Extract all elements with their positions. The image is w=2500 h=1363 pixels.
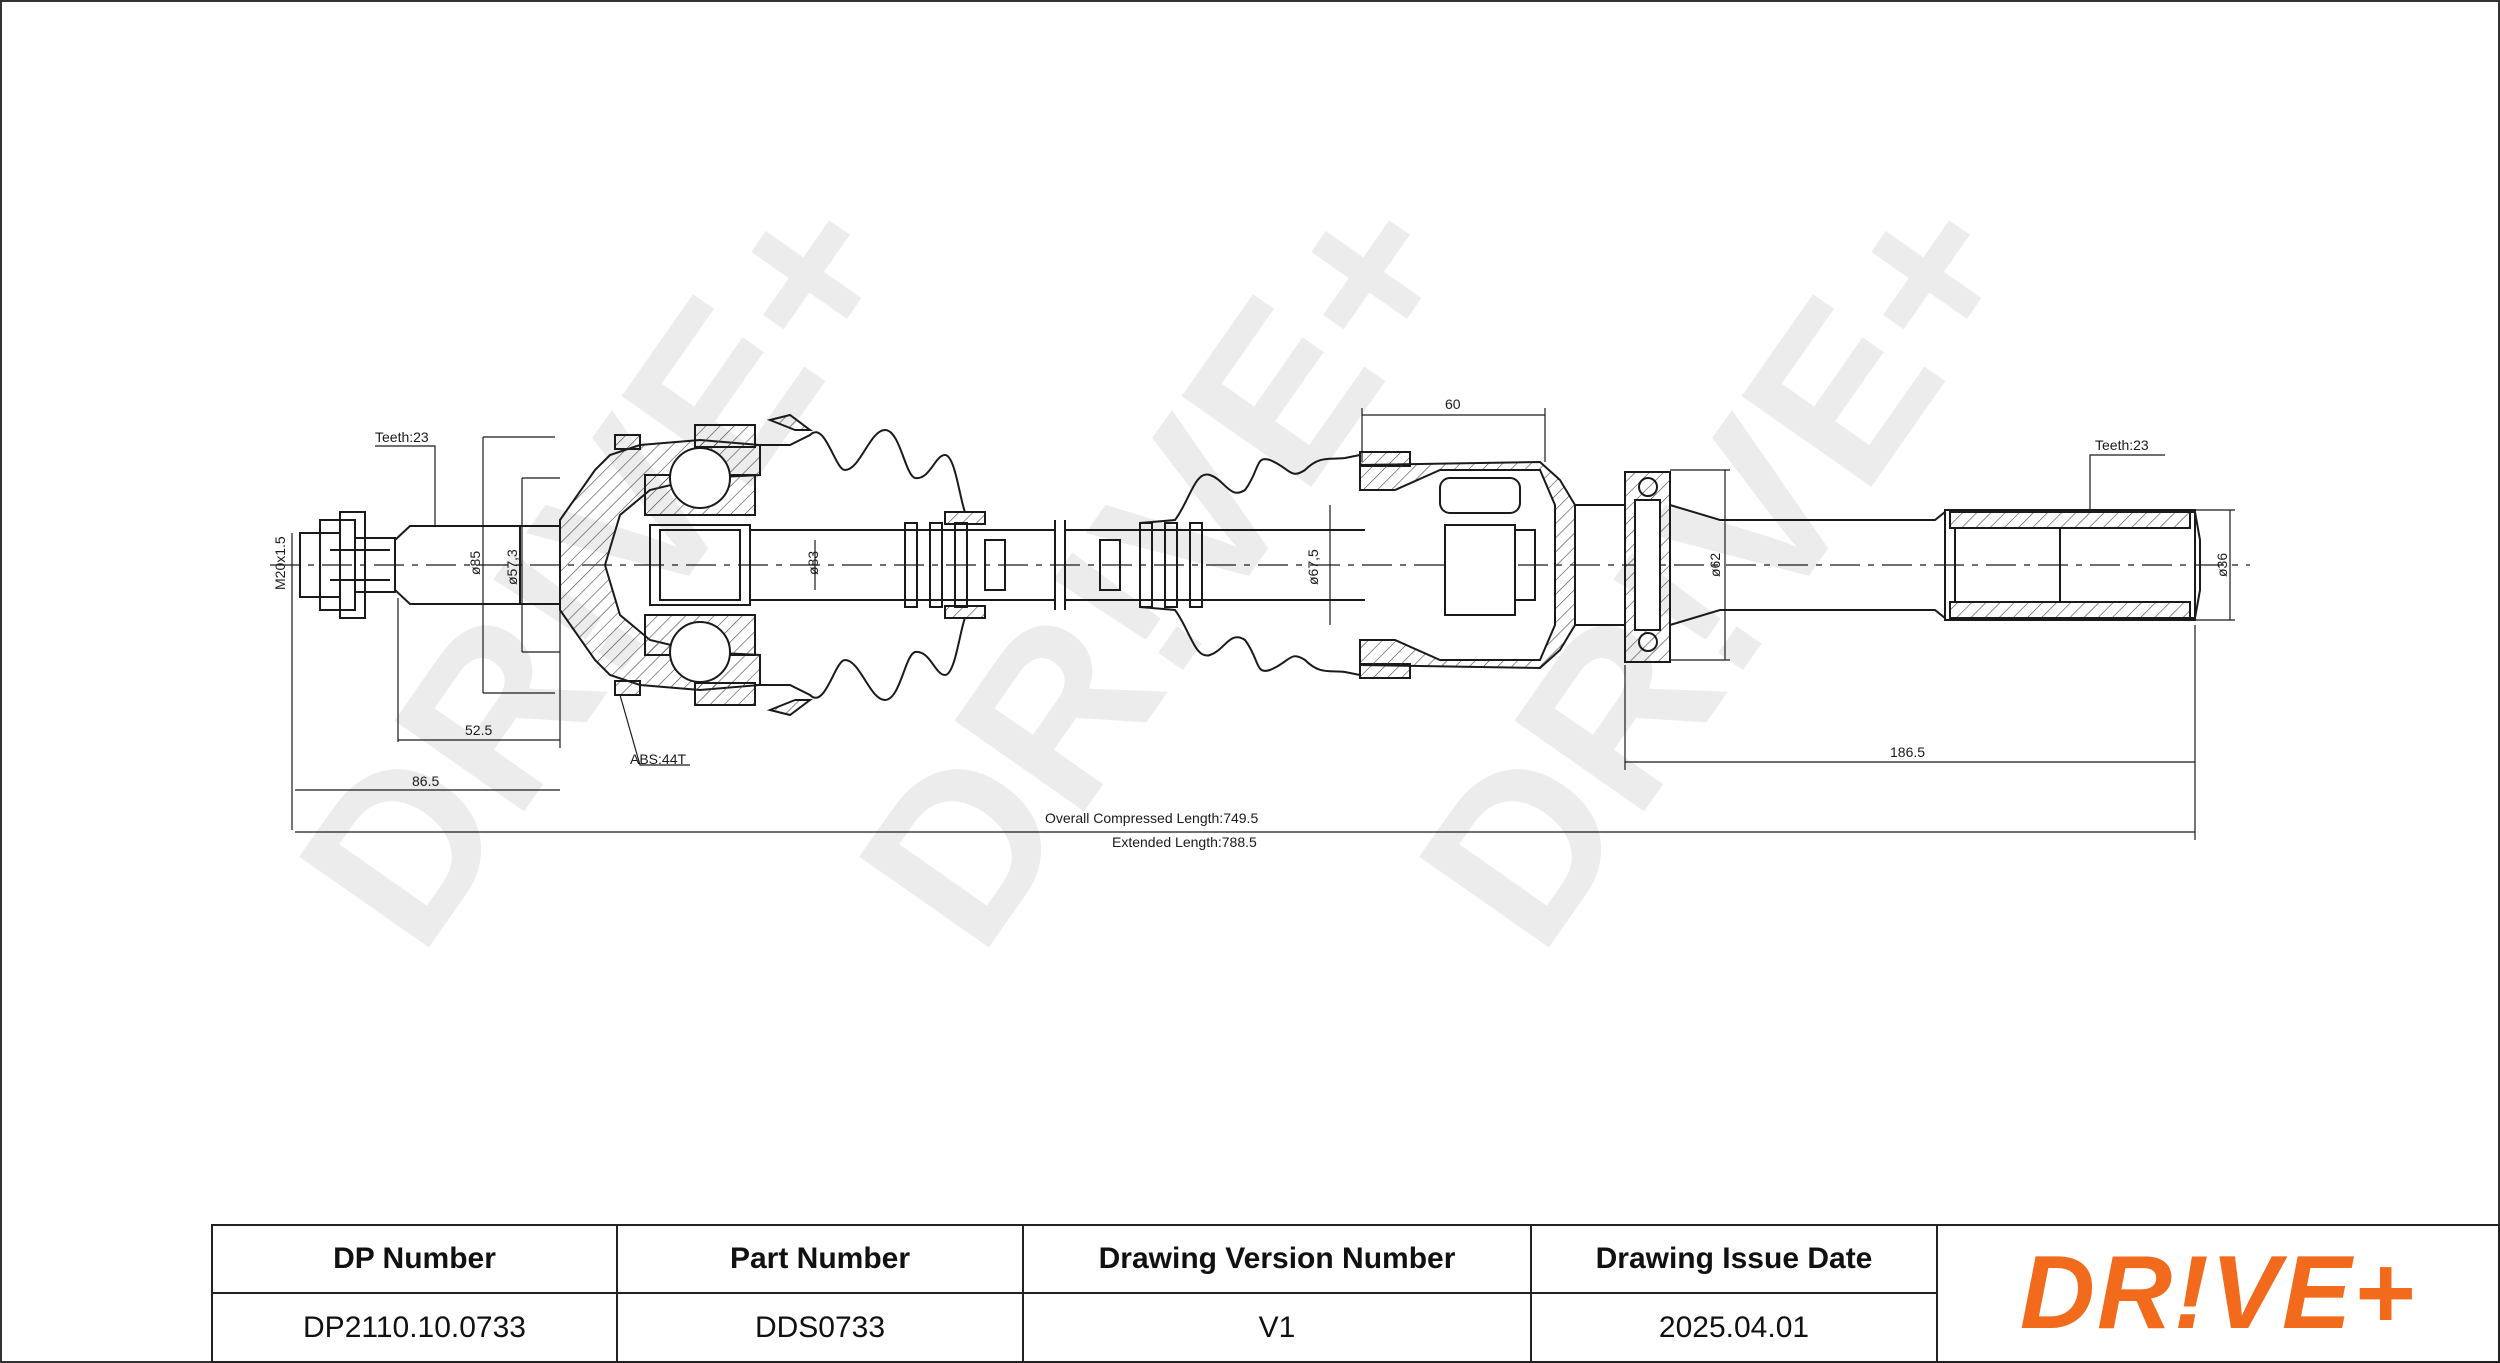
- drive-logo: DR!VE+: [2019, 1235, 2417, 1351]
- left-spline-shaft: [394, 525, 560, 605]
- value-dp-number: DP2110.10.0733: [211, 1292, 618, 1363]
- main-shaft-right: [1064, 520, 1365, 610]
- dia-62-label: ø62: [1707, 553, 1723, 577]
- right-stub-shaft: [1574, 471, 2201, 663]
- header-drawing-issue-date: Drawing Issue Date: [1530, 1224, 1938, 1294]
- dia-85-label: ø85: [467, 551, 483, 575]
- header-dp-number: DP Number: [211, 1224, 618, 1294]
- main-shaft-left: [750, 520, 1056, 610]
- teeth-left-label: Teeth:23: [375, 429, 429, 445]
- extended-length-label: Extended Length:788.5: [1112, 834, 1257, 850]
- teeth-right-label: Teeth:23: [2095, 437, 2149, 453]
- value-drawing-version: V1: [1022, 1292, 1532, 1363]
- dia-675-label: ø67,5: [1305, 549, 1321, 585]
- dim-1865-label: 186.5: [1890, 744, 1925, 760]
- dim-525-label: 52.5: [465, 722, 492, 738]
- overall-length-label: Overall Compressed Length:749.5: [1045, 810, 1258, 826]
- dia-83-label: ø83: [805, 551, 821, 575]
- dia-36-label: ø36: [2214, 553, 2230, 577]
- outer-cv-housing: [559, 424, 761, 706]
- dimension-lines: [291, 408, 2235, 840]
- dim-60-label: 60: [1445, 396, 1461, 412]
- thread-label: M20x1.5: [272, 536, 288, 590]
- abs-label: ABS:44T: [630, 751, 686, 767]
- inner-tripod-housing: [1359, 460, 1576, 670]
- value-drawing-issue-date: 2025.04.01: [1530, 1292, 1938, 1363]
- threaded-stub: [299, 511, 396, 619]
- value-part-number: DDS0733: [616, 1292, 1024, 1363]
- inner-boot: [1139, 451, 1411, 679]
- dia-57-label: ø57,3: [504, 549, 520, 585]
- logo-box: DR!VE+: [1936, 1224, 2500, 1363]
- outer-boot: [755, 413, 986, 717]
- dim-865-label: 86.5: [412, 773, 439, 789]
- header-drawing-version: Drawing Version Number: [1022, 1224, 1532, 1294]
- header-part-number: Part Number: [616, 1224, 1024, 1294]
